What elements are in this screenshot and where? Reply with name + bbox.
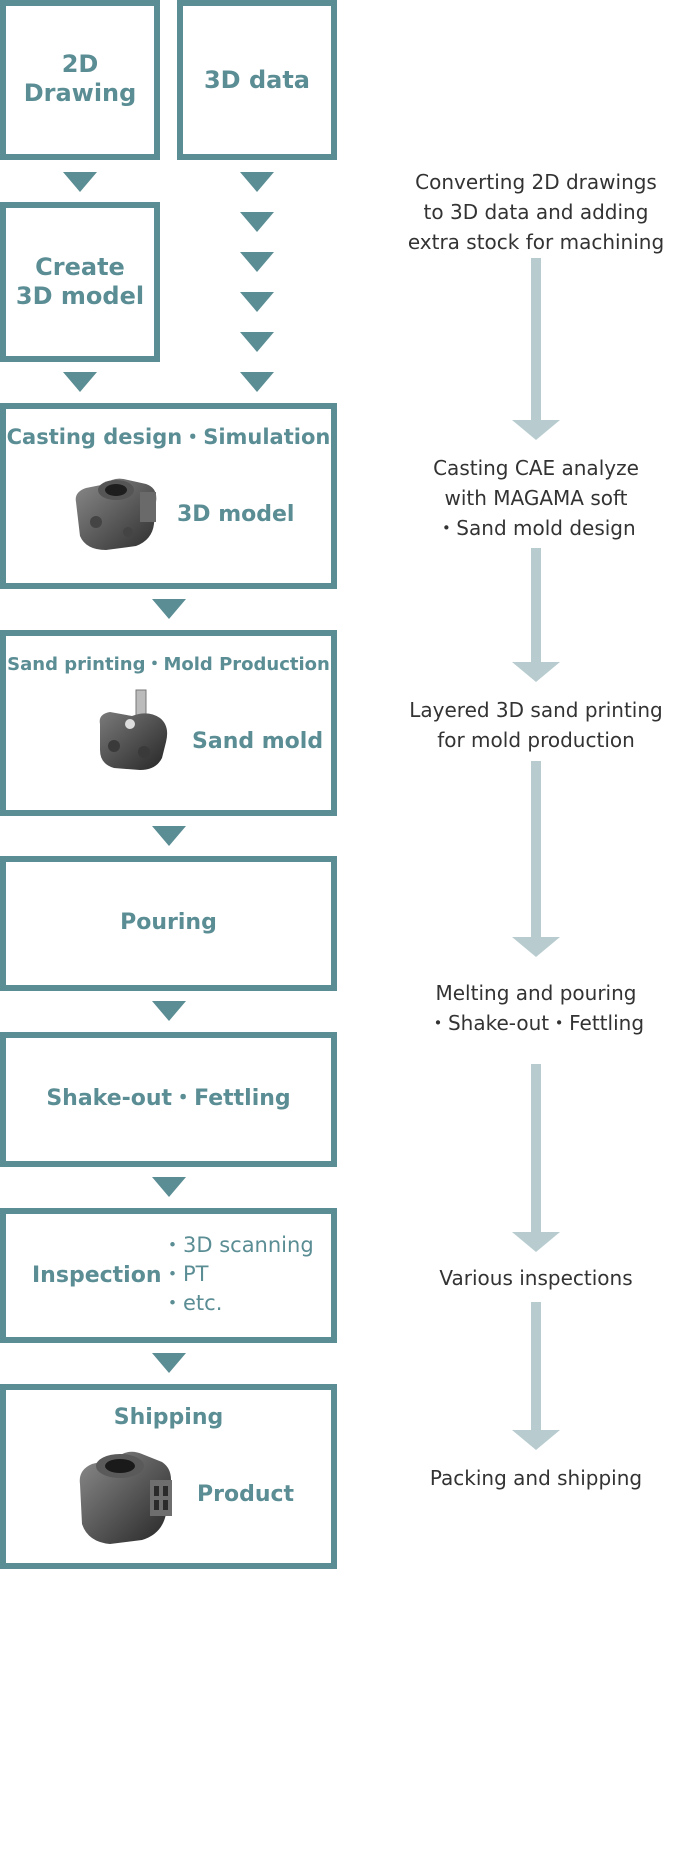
description-line: Packing and shipping	[429, 1466, 643, 1490]
step-2d-drawing-line2: Drawing	[23, 79, 137, 107]
down-arrow-icon	[240, 332, 274, 352]
step-sand-printing-caption: Sand mold	[192, 729, 324, 754]
step-sand-printing-box	[0, 630, 337, 816]
inspection-item: ・PT	[162, 1262, 209, 1286]
down-arrow-icon	[240, 212, 274, 232]
step-2d-drawing-box	[0, 0, 160, 160]
step-shakeout-box	[0, 1032, 337, 1167]
description-block-convert: Converting 2D drawings to 3D data and ad…	[386, 167, 677, 257]
down-arrow-icon	[152, 599, 186, 619]
flow-arrow-icon	[512, 761, 560, 957]
step-create-3d-model-line1: Create	[35, 253, 125, 281]
step-sand-printing-title: Sand printing・Mold Production	[7, 654, 330, 675]
description-block-cae: Casting CAE analyze with MAGAMA soft ・Sa…	[386, 453, 677, 543]
description-block-pouring: Melting and pouring ・Shake-out・Fettling	[386, 978, 677, 1038]
description-block-inspection: Various inspections	[386, 1263, 677, 1293]
flow-arrow-icon	[512, 258, 560, 440]
flow-arrow-icon	[512, 1302, 560, 1450]
step-shipping-caption: Product	[197, 1482, 295, 1507]
description-line: Converting 2D drawings	[415, 170, 657, 194]
step-casting-design-caption: 3D model	[177, 502, 295, 527]
step-3d-data-box	[177, 0, 337, 160]
down-arrow-icon	[240, 252, 274, 272]
down-arrow-icon	[152, 1177, 186, 1197]
flow-arrow-icon	[512, 548, 560, 682]
down-arrow-icon	[240, 292, 274, 312]
step-inspection-label: Inspection	[32, 1263, 162, 1288]
description-line: Layered 3D sand printing	[409, 698, 663, 722]
down-arrow-icon	[63, 172, 97, 192]
down-arrow-icon	[152, 1001, 186, 1021]
down-arrow-icon	[152, 1353, 186, 1373]
down-arrow-icon	[240, 372, 274, 392]
step-shipping-title: Shipping	[113, 1405, 224, 1430]
inspection-item: ・etc.	[162, 1291, 223, 1315]
description-line: with MAGAMA soft	[444, 486, 628, 510]
description-line: for mold production	[437, 728, 635, 752]
description-line: extra stock for machining	[407, 230, 665, 254]
step-casting-design-title: Casting design・Simulation	[6, 425, 331, 449]
step-inspection-box	[0, 1208, 337, 1343]
step-create-3d-model-box	[0, 202, 160, 362]
down-arrow-icon	[152, 826, 186, 846]
step-create-3d-model-line2: 3D model	[15, 282, 145, 310]
description-line: ・Sand mold design	[436, 516, 636, 540]
step-shakeout-label: Shake-out・Fettling	[46, 1086, 291, 1111]
step-pouring-box	[0, 856, 337, 991]
inspection-item: ・3D scanning	[162, 1233, 314, 1257]
flow-arrow-icon	[512, 1064, 560, 1252]
down-arrow-icon	[63, 372, 97, 392]
down-arrow-icon	[240, 172, 274, 192]
step-2d-drawing-line1: 2D	[61, 50, 99, 78]
description-block-shipping: Packing and shipping	[386, 1463, 677, 1493]
step-casting-design-box	[0, 403, 337, 589]
description-line: Melting and pouring	[435, 981, 637, 1005]
step-pouring-label: Pouring	[120, 910, 217, 935]
sand-mold-image	[99, 689, 168, 770]
casting-3d-model-image	[75, 478, 157, 550]
description-block-sand-printing: Layered 3D sand printing for mold produc…	[386, 695, 677, 755]
description-line: Various inspections	[439, 1266, 633, 1290]
description-line: Casting CAE analyze	[433, 456, 639, 480]
description-line: ・Shake-out・Fettling	[427, 1011, 645, 1035]
product-image	[79, 1451, 172, 1544]
description-line: to 3D data and adding	[423, 200, 649, 224]
step-3d-data-label: 3D data	[203, 66, 311, 94]
